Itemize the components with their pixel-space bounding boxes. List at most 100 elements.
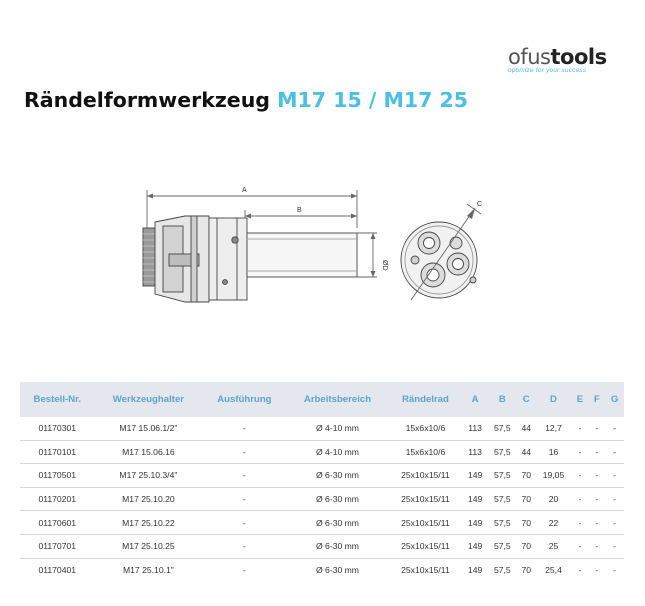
cell-werkzeughalter: M17 25.10.1": [122, 564, 174, 575]
cell-f: -: [588, 463, 606, 488]
cell-a: 149: [462, 510, 488, 535]
cell-ausfuehrung: -: [202, 510, 287, 535]
cell-c: 70: [516, 487, 536, 512]
cell-g: -: [605, 510, 624, 535]
cell-g: -: [605, 487, 624, 512]
logo-tagline: optimize for your success: [508, 67, 587, 74]
dimension-label-a: A: [242, 187, 247, 194]
cell-d: 25: [535, 534, 572, 559]
cell-bestell-nr: 01170301: [20, 417, 95, 441]
cell-bestell-nr: 01170501: [20, 463, 95, 488]
header-werkzeughalter: Werkzeughalter: [94, 382, 203, 417]
cell-raendelrad: 25x10x15/11: [388, 463, 463, 488]
cell-bestell-nr: 01170101: [20, 440, 95, 465]
cell-c: 70: [516, 510, 536, 535]
cell-ausfuehrung: -: [202, 463, 287, 488]
page-title: Rändelformwerkzeug M17 15 / M17 25: [24, 88, 468, 112]
cell-b: 57,5: [487, 534, 517, 559]
title-model: M17 15 / M17 25: [277, 88, 469, 112]
cell-werkzeughalter: M17 25.10.25: [94, 534, 203, 559]
cell-g: -: [605, 534, 624, 559]
cell-f: -: [588, 440, 606, 465]
title-main: Rändelformwerkzeug: [24, 88, 270, 112]
cell-werkzeughalter: M17 15.06.1/2": [94, 417, 203, 441]
dimension-label-c: C: [477, 201, 482, 208]
cell-e: -: [571, 510, 589, 535]
cell-e: -: [571, 463, 589, 488]
cell-bestell-nr: 01170201: [20, 487, 95, 512]
cell-raendelrad: 15x6x10/6: [388, 440, 463, 465]
cell-c: 44: [516, 417, 536, 441]
cell-f: -: [595, 564, 599, 575]
cell-e: -: [578, 564, 582, 575]
cell-raendelrad: 25x10x15/11: [401, 564, 450, 575]
cell-a: 149: [462, 534, 488, 559]
header-e: E: [571, 382, 589, 417]
dimension-label-b: B: [297, 207, 302, 214]
cell-f: -: [588, 510, 606, 535]
cell-e: -: [571, 440, 589, 465]
cell-d: 12,7: [535, 417, 572, 441]
cell-d: 20: [535, 487, 572, 512]
cell-arbeitsbereich: Ø 6-30 mm: [286, 487, 389, 512]
logo-part-tools: tools: [550, 45, 608, 69]
cell-f: -: [588, 417, 606, 441]
cell-arbeitsbereich: Ø 6-30 mm: [286, 510, 389, 535]
header-bestell-nr: Bestell-Nr.: [20, 382, 95, 417]
cell-ausfuehrung: -: [202, 440, 287, 465]
cell-arbeitsbereich: Ø 6-30 mm: [286, 534, 389, 559]
header-g: G: [605, 382, 624, 417]
cell-b: 57,5: [487, 487, 517, 512]
cell-b: 57,5: [487, 463, 517, 488]
cell-e: -: [571, 417, 589, 441]
cell-c: 70: [516, 463, 536, 488]
cell-d: 22: [535, 510, 572, 535]
cell-d: 25,4: [545, 564, 562, 575]
cell-c: 70: [516, 534, 536, 559]
header-a: A: [462, 382, 488, 417]
cell-e: -: [571, 487, 589, 512]
table-header-row: Bestell-Nr. Werkzeughalter Ausführung Ar…: [20, 382, 624, 417]
cell-b: 57,5: [487, 510, 517, 535]
header-f: F: [588, 382, 606, 417]
cell-g: -: [613, 564, 616, 575]
cell-a: 149: [467, 564, 483, 575]
header-d: D: [535, 382, 572, 417]
cell-a: 113: [462, 440, 488, 465]
cell-g: -: [605, 440, 624, 465]
cell-d: 19,05: [535, 463, 572, 488]
cell-bestell-nr: 01170701: [20, 534, 95, 559]
cell-arbeitsbereich: Ø 4-10 mm: [286, 417, 389, 441]
cell-b: 57,5: [487, 417, 517, 441]
cell-bestell-nr: 01170601: [20, 510, 95, 535]
cell-ausfuehrung: -: [202, 417, 287, 441]
cell-raendelrad: 25x10x15/11: [388, 510, 463, 535]
header-ausfuehrung: Ausführung: [202, 382, 287, 417]
cell-g: -: [605, 463, 624, 488]
cell-c: 44: [516, 440, 536, 465]
cell-g: -: [605, 417, 624, 441]
header-b: B: [487, 382, 517, 417]
logo-part-ofus: ofus: [508, 45, 551, 69]
cell-werkzeughalter: M17 15.06.16: [94, 440, 203, 465]
cell-a: 149: [462, 463, 488, 488]
cell-a: 149: [462, 487, 488, 512]
cell-a: 113: [462, 417, 488, 441]
cell-raendelrad: 25x10x15/11: [388, 534, 463, 559]
cell-werkzeughalter: M17 25.10.22: [94, 510, 203, 535]
specifications-table: Bestell-Nr. Werkzeughalter Ausführung Ar…: [20, 382, 624, 581]
brand-logo: ofustools optimize for your success: [508, 46, 628, 74]
dimension-label-d: ØD: [381, 260, 388, 271]
cell-f: -: [588, 534, 606, 559]
cell-arbeitsbereich: Ø 6-30 mm: [315, 564, 359, 575]
cell-ausfuehrung: -: [202, 487, 287, 512]
cell-d: 16: [535, 440, 572, 465]
cell-werkzeughalter: M17 25.10.20: [94, 487, 203, 512]
cell-c: 70: [521, 564, 532, 575]
cell-b: 57,5: [487, 440, 517, 465]
technical-drawing: A B C ØD: [142, 187, 482, 303]
